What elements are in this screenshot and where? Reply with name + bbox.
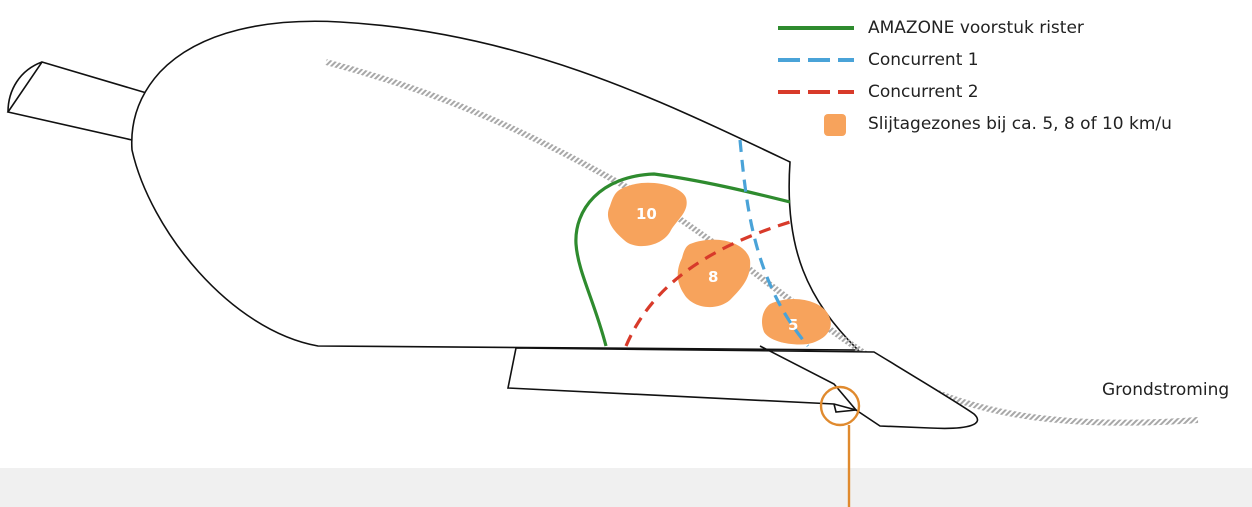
legend-label: Slijtagezones bij ca. 5, 8 of 10 km/u: [868, 114, 1172, 134]
wear-zone-5: [762, 299, 831, 345]
ground-band: [0, 468, 1252, 507]
wear-zone-10-label: 10: [636, 205, 657, 223]
legend-item-amazone: AMAZONE voorstuk rister: [772, 12, 1242, 44]
legend-swatch-dashed-blue: [772, 50, 854, 70]
legend-label: Concurrent 1: [868, 50, 979, 70]
legend-label: Concurrent 2: [868, 82, 979, 102]
legend-item-concurrent-2: Concurrent 2: [772, 76, 1242, 108]
wear-zone-5-label: 5: [788, 316, 798, 334]
legend-item-concurrent-1: Concurrent 1: [772, 44, 1242, 76]
concurrent-2-line: [624, 220, 791, 347]
concurrent-1-line: [738, 139, 810, 348]
legend-swatch-orange-square: [772, 114, 854, 136]
wear-zone-8: [677, 239, 751, 308]
wear-zone-10: [607, 182, 687, 247]
legend-item-wear-zones: Slijtagezones bij ca. 5, 8 of 10 km/u: [772, 108, 1242, 140]
plough-stem-end: [7, 61, 43, 113]
legend-swatch-solid-green: [772, 18, 854, 38]
legend-swatch-dashed-red: [772, 82, 854, 102]
mouldboard-body: [130, 20, 860, 351]
share-tip-highlight-circle: [819, 385, 861, 427]
legend-label: AMAZONE voorstuk rister: [868, 18, 1084, 38]
wear-zone-8-label: 8: [708, 268, 718, 286]
ploughshare: [507, 347, 979, 430]
ground-flow-label: Grondstroming: [1102, 380, 1230, 400]
amazone-line: [574, 172, 791, 347]
legend: AMAZONE voorstuk rister Concurrent 1 Con…: [772, 12, 1242, 140]
share-point: [759, 345, 858, 413]
plough-stem: [6, 61, 152, 141]
